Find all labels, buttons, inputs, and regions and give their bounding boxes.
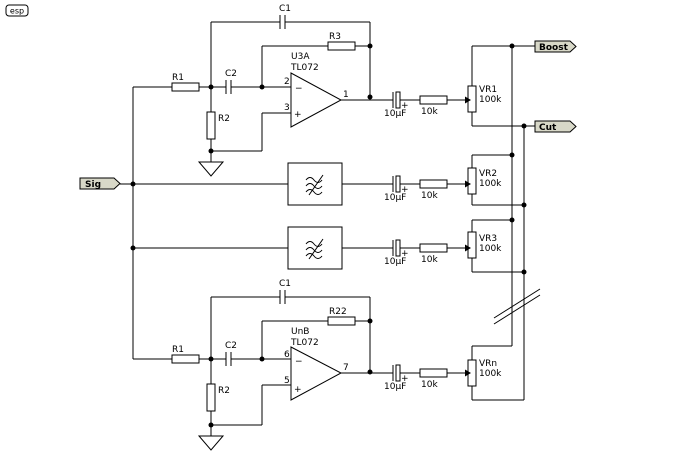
bottom-opamp-type: TL072: [290, 338, 319, 348]
bottom-r22-label: R22: [329, 307, 347, 317]
top-opamp-type: TL072: [290, 63, 319, 73]
channel-3: 10µF + 10k VR3 100k: [384, 220, 502, 272]
chn-cap-label: 10µF: [384, 382, 406, 392]
top-pin-out: 1: [343, 90, 349, 100]
vr2-pot: [467, 167, 477, 195]
bottom-r1-resistor: [171, 354, 200, 364]
boost-label: Boost: [539, 43, 569, 53]
bottom-c2-label: C2: [225, 341, 237, 351]
channel-1: 10µF + 10k VR1 100k: [370, 46, 502, 126]
chn-cap-plus: +: [401, 374, 409, 384]
bottom-opamp: [290, 346, 343, 401]
bottom-pin-inv: 6: [284, 350, 290, 360]
top-filter-stage: R1 R2 C2 C1 R3: [171, 4, 373, 177]
vr3-pot: [467, 231, 477, 259]
boost-output-tag: Boost: [534, 40, 577, 53]
cut-bus: [472, 123, 535, 401]
boost-bus: [472, 43, 535, 347]
bottom-opamp-ref: UnB: [291, 327, 309, 337]
bottom-pin-noninv: 5: [284, 376, 290, 386]
top-c1-label: C1: [279, 4, 291, 14]
top-opamp: [290, 72, 343, 128]
esp-logo: esp: [5, 4, 29, 17]
top-r2-resistor: [206, 111, 216, 140]
ch3-cap-label: 10µF: [384, 257, 406, 267]
sig-input-tag: Sig: [79, 177, 121, 190]
top-r1-resistor: [171, 82, 200, 92]
top-c2-label: C2: [225, 69, 237, 79]
channel-n: 10µF + 10k VRn 100k: [370, 346, 502, 400]
vrn-label: VRn: [479, 359, 497, 369]
bottom-r2-label: R2: [218, 386, 230, 396]
ch2-res-label: 10k: [421, 191, 438, 201]
chn-res-label: 10k: [421, 380, 438, 390]
filter-block-3: [287, 226, 393, 270]
bottom-r2-resistor: [206, 383, 216, 412]
top-pin-noninv: 3: [284, 103, 290, 113]
vr1-value: 100k: [479, 95, 502, 105]
bus-break-marks: [493, 288, 541, 325]
logo-text: esp: [10, 7, 24, 16]
channel-2: 10µF + 10k VR2 100k: [384, 155, 502, 205]
bottom-r1-label: R1: [172, 345, 184, 355]
ch3-res-label: 10k: [421, 255, 438, 265]
top-r3-resistor: [327, 41, 356, 51]
vr3-value: 100k: [479, 244, 502, 254]
bottom-minus: −: [295, 357, 303, 367]
top-ground-symbol: [197, 161, 225, 177]
cut-label: Cut: [539, 123, 557, 133]
bottom-plus: +: [294, 385, 302, 395]
top-plus: +: [294, 110, 302, 120]
top-minus: −: [295, 84, 303, 94]
top-r2-label: R2: [218, 114, 230, 124]
filter-block-2: [287, 162, 393, 206]
bottom-r22-resistor: [327, 316, 356, 326]
ch3-cap-plus: +: [401, 249, 409, 259]
ch2-cap-label: 10µF: [384, 193, 406, 203]
sig-label: Sig: [85, 180, 101, 190]
top-r1-label: R1: [172, 73, 184, 83]
bottom-pin-out: 7: [343, 363, 349, 373]
ch1-cap-plus: +: [401, 101, 409, 111]
vr3-label: VR3: [479, 234, 497, 244]
ch2-cap-plus: +: [401, 185, 409, 195]
top-r3-label: R3: [329, 32, 341, 42]
bottom-c1-label: C1: [279, 279, 291, 289]
ch1-cap-label: 10µF: [384, 109, 406, 119]
input-bus-wires: [120, 86, 288, 360]
vrn-value: 100k: [479, 369, 502, 379]
vr2-value: 100k: [479, 179, 502, 189]
top-pin-inv: 2: [284, 77, 290, 87]
vr2-label: VR2: [479, 169, 497, 179]
top-opamp-ref: U3A: [291, 52, 310, 62]
ch1-res-label: 10k: [421, 107, 438, 117]
bottom-filter-stage: R1 R2 C2 C1 R22: [171, 279, 373, 451]
cut-output-tag: Cut: [534, 120, 577, 133]
bottom-ground-symbol: [197, 435, 225, 451]
vr1-label: VR1: [479, 85, 497, 95]
